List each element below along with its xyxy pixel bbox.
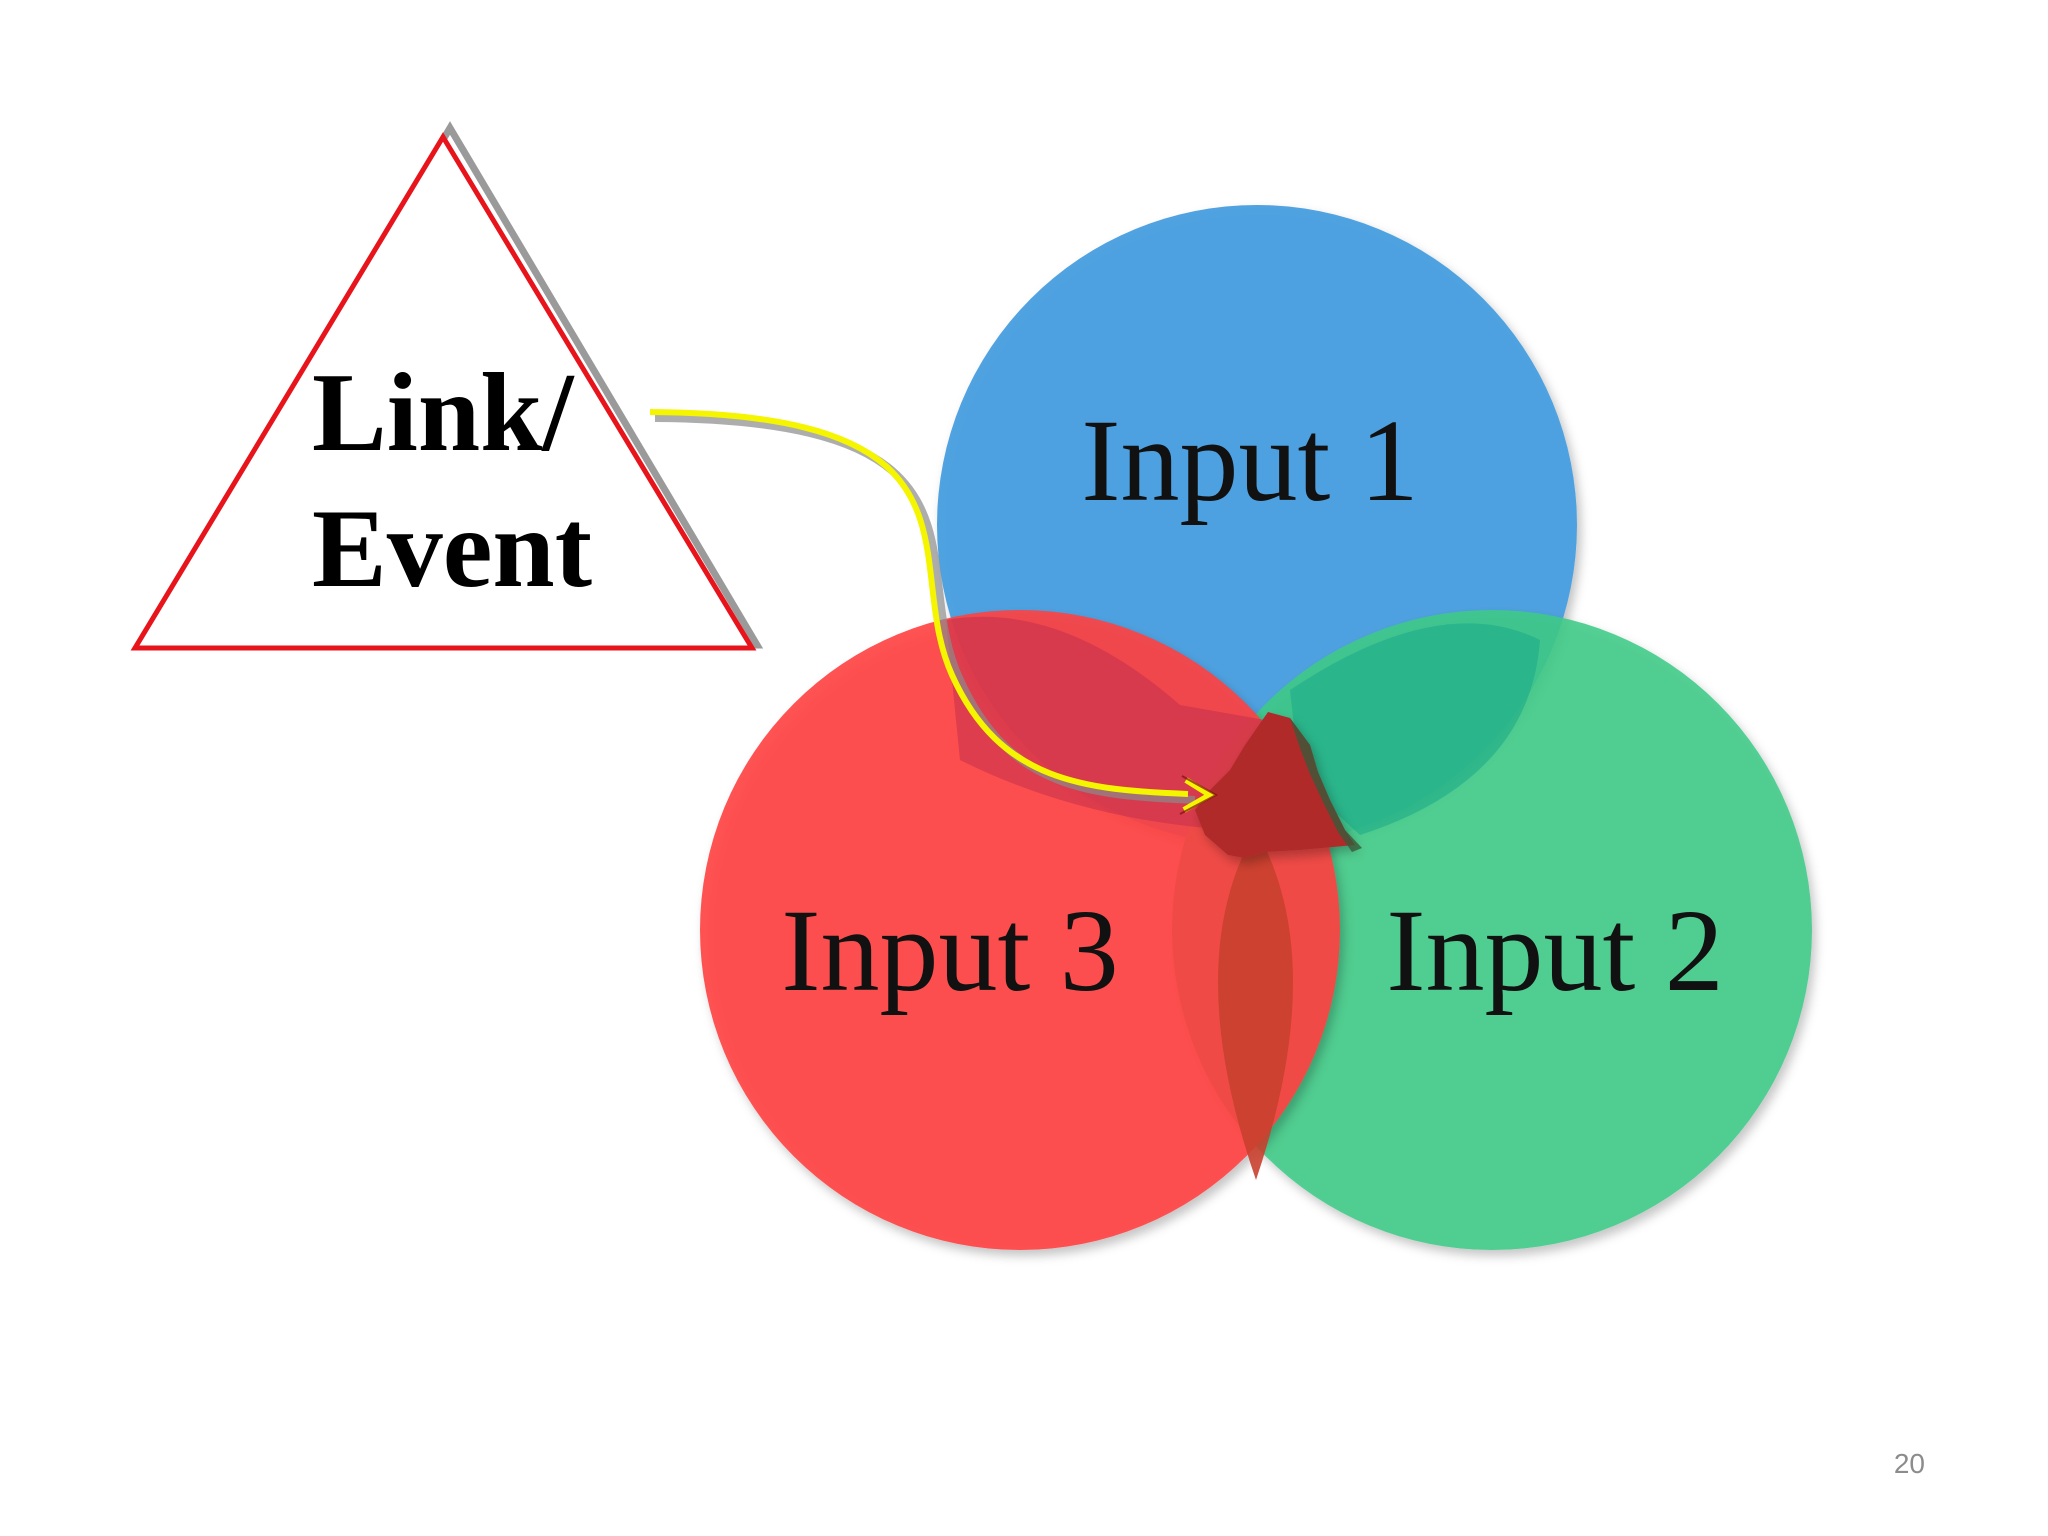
label-input-2: Input 2: [1386, 885, 1724, 1016]
triangle-label-line2: Event: [312, 487, 592, 611]
label-input-1: Input 1: [1081, 395, 1419, 526]
arrowhead: [1182, 777, 1216, 813]
arrowhead-outline: [1179, 775, 1219, 815]
triangle-label-line1: Link/: [312, 351, 575, 475]
label-input-3: Input 3: [781, 885, 1119, 1016]
triple-intersection: [1195, 712, 1355, 858]
page-number: 20: [1893, 1448, 1925, 1479]
link-arrow: [649, 409, 1189, 797]
overlap-1-2: [1290, 623, 1540, 835]
overlap-2-3: [1218, 830, 1293, 1180]
link-event-triangle: [130, 132, 757, 651]
intersection-edge: [1290, 718, 1362, 852]
